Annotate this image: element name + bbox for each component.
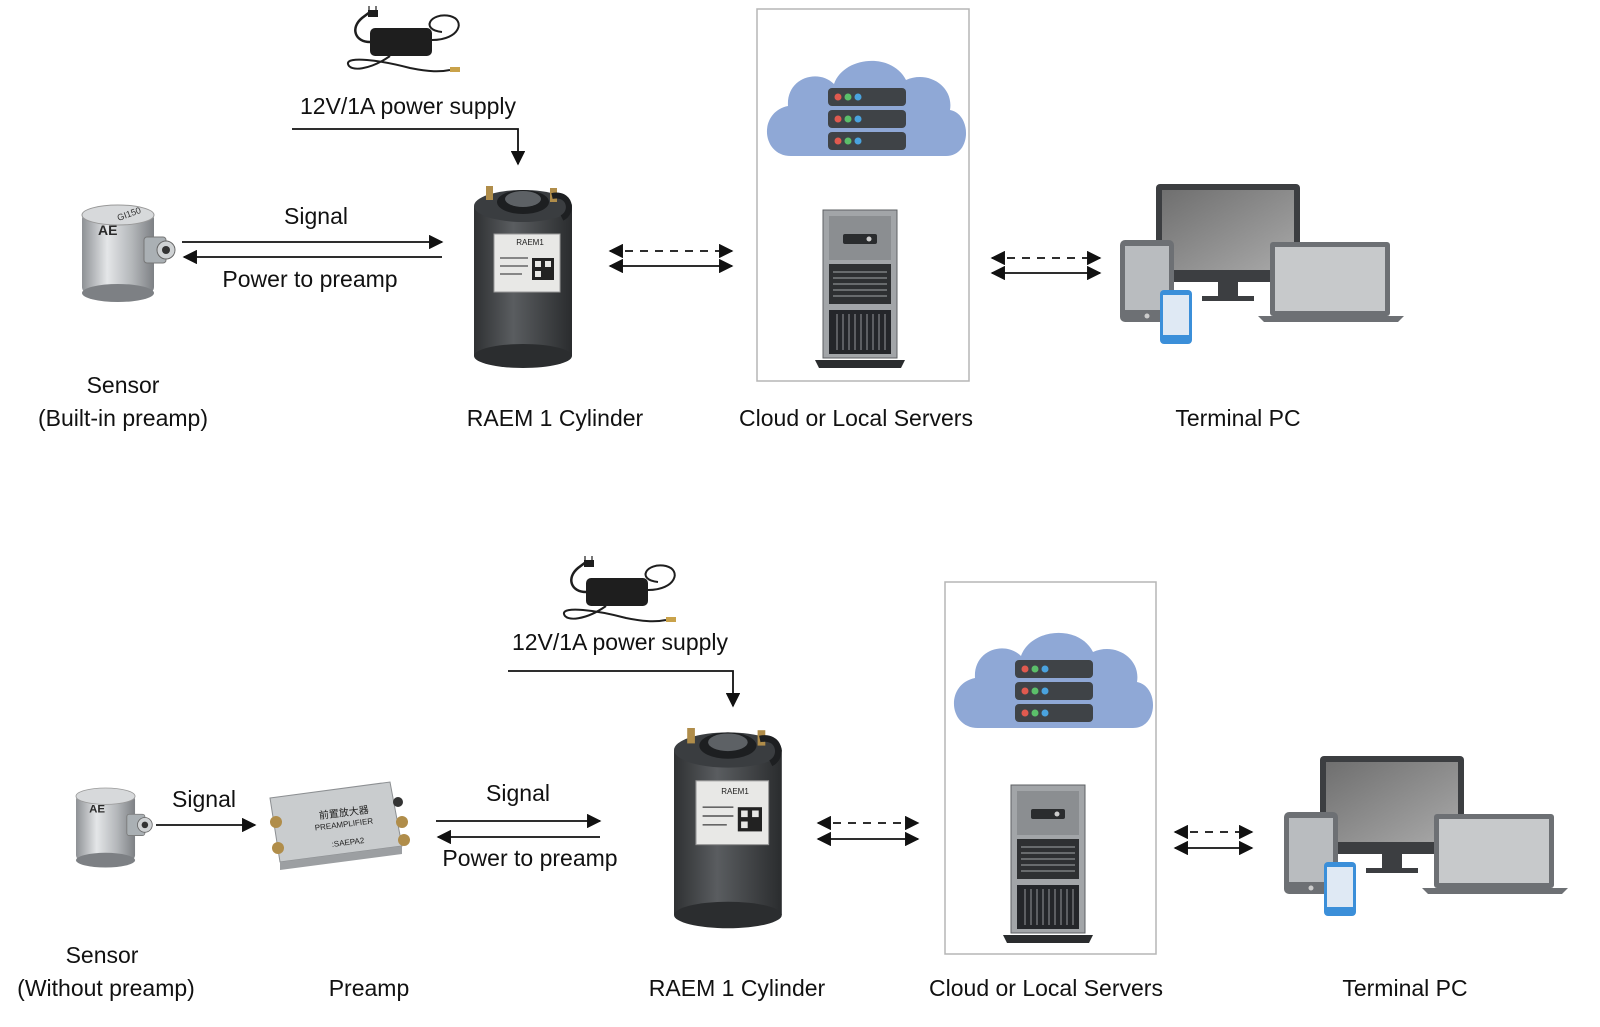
power-supply-arrow <box>508 670 741 708</box>
sensor-signal-label: Signal <box>172 786 236 812</box>
power-to-preamp-label: Power to preamp <box>222 266 398 292</box>
power-supply-label: 12V/1A power supply <box>511 629 729 655</box>
cylinder-label: RAEM 1 Cylinder <box>648 975 826 1001</box>
sensor-label-line2: (Built-in preamp) <box>38 405 208 431</box>
power-adapter-icon <box>346 4 462 74</box>
terminal-label: Terminal PC <box>1342 975 1468 1001</box>
tower-server-icon <box>1002 784 1094 944</box>
ae-sensor-icon <box>75 787 153 868</box>
signal-label: Signal <box>486 780 550 806</box>
sensor-label-line1: Sensor <box>86 372 160 398</box>
power-adapter-icon <box>562 554 678 624</box>
terminal-devices-icon <box>1284 756 1568 916</box>
servers-label: Cloud or Local Servers <box>929 975 1163 1001</box>
power-to-preamp-label: Power to preamp <box>442 845 618 871</box>
tower-server-icon <box>814 209 906 369</box>
power-supply-arrow <box>292 128 526 166</box>
terminal-label: Terminal PC <box>1175 405 1301 431</box>
raem1-cylinder-icon <box>674 728 782 928</box>
servers-label: Cloud or Local Servers <box>739 405 973 431</box>
raem1-cylinder-icon <box>474 186 572 368</box>
cylinder-model-text: RAEM1 <box>516 238 544 247</box>
sensor-label-line2: (Without preamp) <box>17 975 195 1001</box>
sensor-label-line1: Sensor <box>65 942 139 968</box>
cylinder-model-text: RAEM1 <box>721 787 749 796</box>
cylinder-label: RAEM 1 Cylinder <box>466 405 644 431</box>
power-supply-label: 12V/1A power supply <box>299 93 517 119</box>
signal-label: Signal <box>284 203 348 229</box>
preamp-label: Preamp <box>328 975 410 1001</box>
terminal-devices-icon <box>1120 184 1404 344</box>
